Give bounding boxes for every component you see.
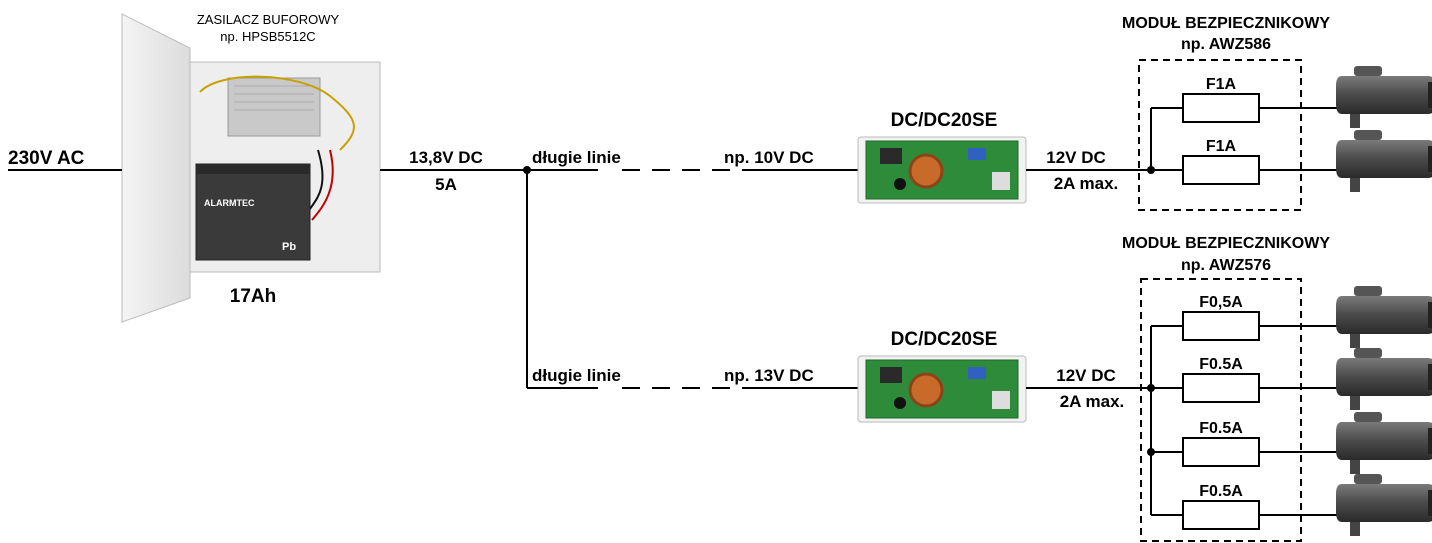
- module1-fuse-1-label: F1A: [1206, 76, 1237, 93]
- cctv-camera-icon: [1336, 286, 1432, 348]
- module1-model: np. AWZ586: [1181, 36, 1271, 53]
- branch1-voltage-label: np. 10V DC: [724, 148, 814, 167]
- cctv-camera-icon: [1336, 474, 1432, 536]
- branch2-out-voltage: 12V DC: [1056, 366, 1116, 385]
- module2-fuse-2-label: F0.5A: [1199, 356, 1243, 373]
- cctv-camera-icon: [1336, 130, 1432, 192]
- module2-model: np. AWZ576: [1181, 257, 1271, 274]
- psu-title: ZASILACZ BUFOROWY: [197, 12, 340, 27]
- branch1-converter-title: DC/DC20SE: [891, 110, 998, 131]
- input-voltage-label: 230V AC: [8, 148, 85, 169]
- psu-model: np. HPSB5512C: [220, 29, 315, 44]
- module2-fuse-1-label: F0,5A: [1199, 294, 1243, 311]
- module2-fuse-4: [1151, 500, 1346, 530]
- branch1-out-current: 2A max.: [1054, 174, 1119, 193]
- branch2-line-label: długie linie: [532, 366, 621, 385]
- module2-fuse-1: [1151, 311, 1346, 341]
- battery-brand: ALARMTEC: [204, 198, 255, 208]
- branch2-voltage-label: np. 13V DC: [724, 366, 814, 385]
- module2-fuse-3-label: F0.5A: [1199, 420, 1243, 437]
- module2-fuse-4-label: F0.5A: [1199, 483, 1243, 500]
- module1-fuse-2: [1151, 155, 1346, 185]
- cctv-camera-icon: [1336, 412, 1432, 474]
- psu-enclosure-icon: [121, 13, 381, 323]
- branch1-out-voltage: 12V DC: [1046, 148, 1106, 167]
- cctv-camera-icon: [1336, 348, 1432, 410]
- psu-output-current: 5A: [435, 175, 457, 194]
- module2-fuse-2: [1151, 373, 1346, 403]
- branch1-line-label: długie linie: [532, 148, 621, 167]
- battery-capacity: 17Ah: [230, 286, 276, 307]
- branch1-converter-board-icon: [857, 136, 1027, 204]
- branch2-converter-board-icon: [857, 355, 1027, 423]
- branch2-converter-title: DC/DC20SE: [891, 329, 998, 350]
- module2-fuse-3: [1151, 437, 1346, 467]
- module2-title: MODUŁ BEZPIECZNIKOWY: [1122, 235, 1330, 252]
- branch2-out-current: 2A max.: [1060, 392, 1125, 411]
- module1-title: MODUŁ BEZPIECZNIKOWY: [1122, 15, 1330, 32]
- psu-output-voltage: 13,8V DC: [409, 148, 483, 167]
- battery-chem-mark: Pb: [282, 241, 296, 253]
- module1-fuse-1: [1151, 93, 1346, 123]
- module2-frame: [1140, 278, 1302, 542]
- cctv-camera-icon: [1336, 66, 1432, 128]
- module1-fuse-2-label: F1A: [1206, 138, 1237, 155]
